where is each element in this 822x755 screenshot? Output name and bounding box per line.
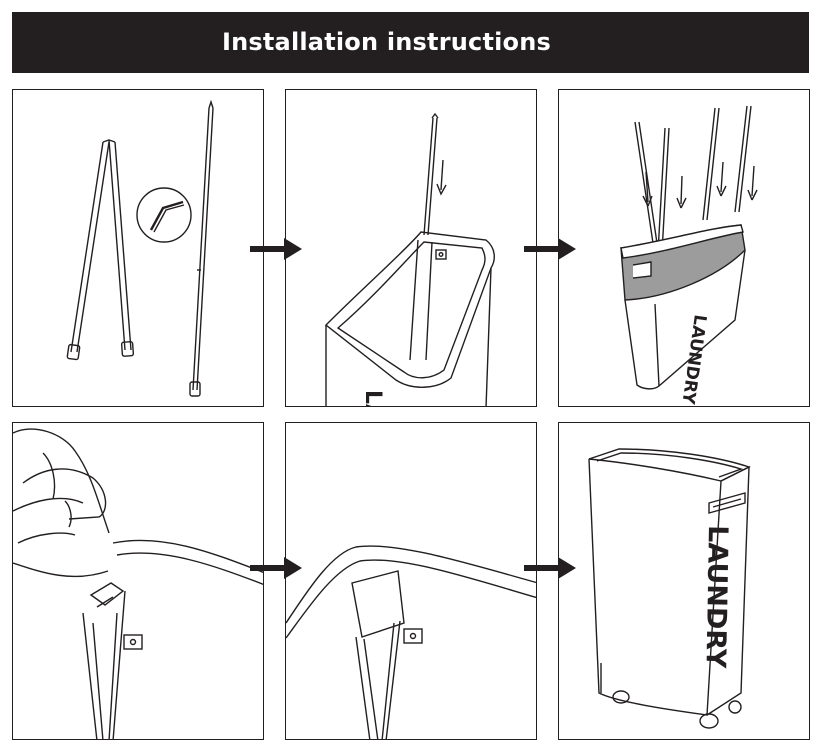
support-rods-and-joint-detail-icon	[66, 99, 214, 397]
svg-text:LA: LA	[360, 390, 385, 407]
insert-rod-into-hamper-corner-icon: LA	[324, 112, 495, 407]
step-2-panel: LA	[285, 89, 537, 407]
assembled-laundry-hamper-icon: LAUNDRY	[588, 448, 751, 729]
laundry-print-text: LAUNDRY	[699, 525, 733, 669]
step-1-panel	[12, 89, 264, 407]
arrow-right-icon	[250, 238, 302, 260]
laundry-print-text: LAUNDRY	[677, 313, 709, 406]
insert-four-rods-icon: LAUNDRY	[620, 105, 758, 406]
arrow-right-icon	[250, 557, 302, 579]
hand-attaching-rod-cap-icon	[13, 428, 263, 739]
page-title: Installation instructions	[221, 28, 552, 56]
step-5-panel	[285, 422, 537, 740]
arrow-right-icon	[524, 557, 576, 579]
step-3-panel: LAUNDRY	[558, 89, 810, 407]
arrow-right-icon	[524, 238, 576, 260]
step-6-panel: LAUNDRY	[558, 422, 810, 740]
step-4-panel	[12, 422, 264, 740]
title-banner: Installation instructions	[12, 12, 809, 73]
fold-strap-over-rim-icon	[286, 545, 536, 739]
